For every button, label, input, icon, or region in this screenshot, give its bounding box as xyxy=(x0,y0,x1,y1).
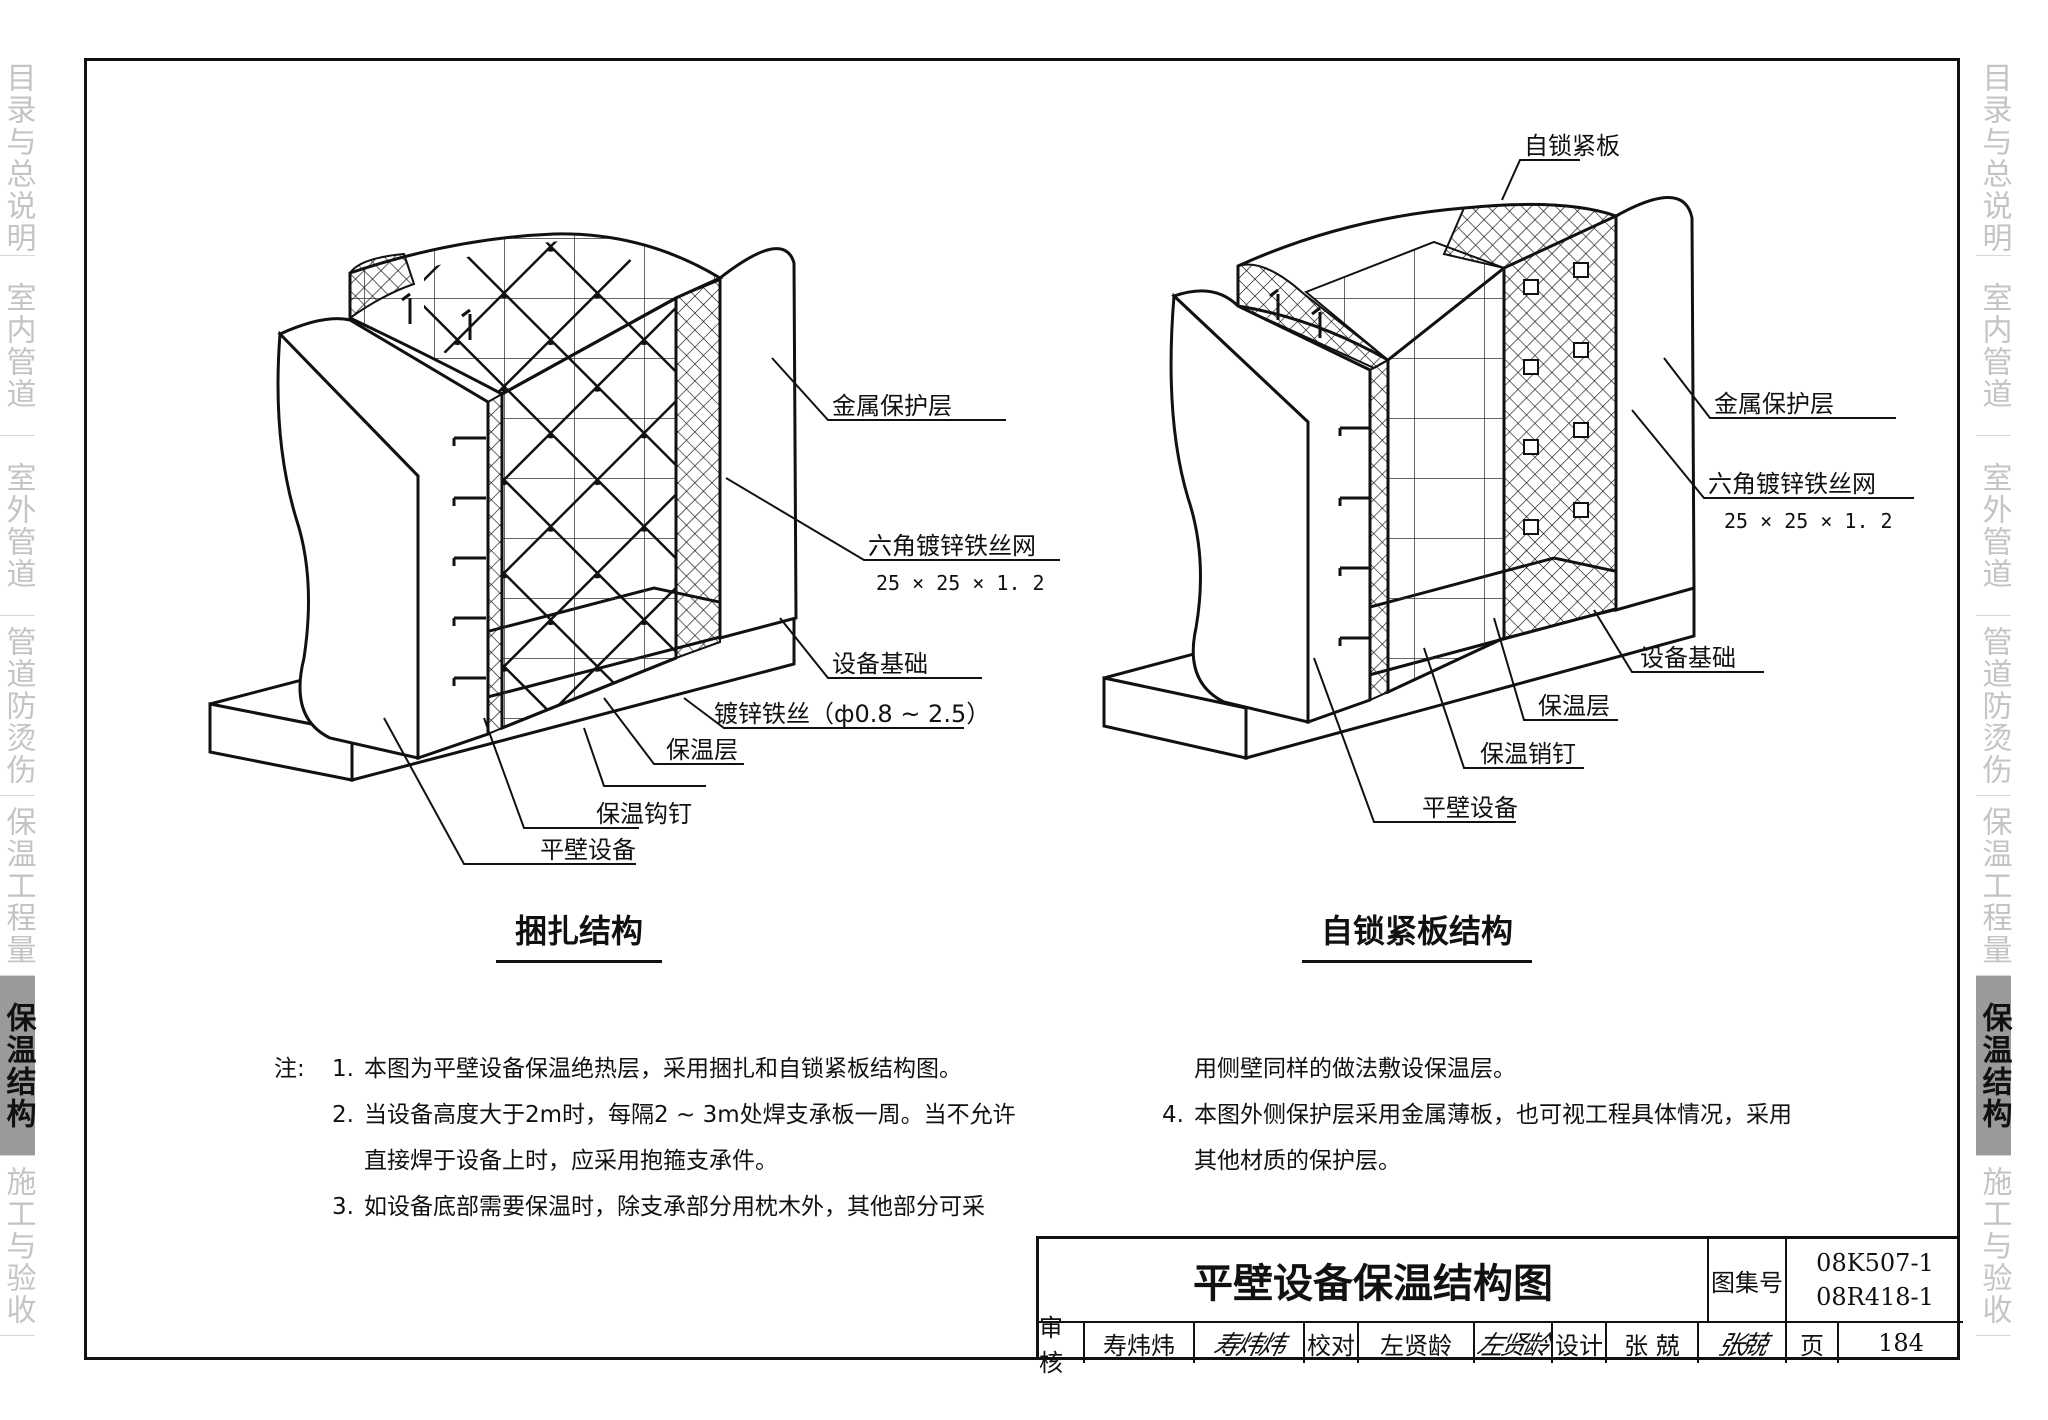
mesh-side-strip xyxy=(487,392,503,736)
insulation-top-net xyxy=(424,238,676,394)
label-lock-plate: 自锁紧板 xyxy=(1524,132,1620,160)
equipment-wall-front xyxy=(276,330,420,760)
label-pin-nail: 保温销钉 xyxy=(1480,740,1576,768)
pin-nails xyxy=(1269,288,1370,646)
drawing-frame xyxy=(84,58,1960,1360)
label-equipment: 平壁设备 xyxy=(540,836,636,864)
note-number: 1. xyxy=(332,1056,354,1082)
sidebar-tab-construction[interactable]: 施工与验收 xyxy=(0,1156,36,1336)
label-metal-cover: 金属保护层 xyxy=(1714,390,1834,418)
note-text: 用侧壁同样的做法敷设保温层。 xyxy=(1194,1056,1516,1082)
note-text: 本图外侧保护层采用金属薄板，也可视工程具体情况，采用 xyxy=(1194,1102,1792,1128)
sidebar-tab-burn-protection[interactable]: 管道防烫伤 xyxy=(1976,616,2012,796)
sidebar-tab-insulation-quantity[interactable]: 保温工程量 xyxy=(1976,796,2012,976)
top-mesh xyxy=(1442,203,1619,270)
caption-self-lock-structure: 自锁紧板结构 xyxy=(1302,906,1532,963)
equipment-wall xyxy=(1171,289,1372,725)
note-text: 直接焊于设备上时，应采用抱箍支承件。 xyxy=(364,1148,778,1174)
hex-mesh-layer xyxy=(675,278,721,660)
metal-cover-wall xyxy=(1614,196,1696,612)
hex-mesh-layer xyxy=(1503,214,1617,640)
review-label: 审核 xyxy=(1039,1314,1085,1377)
note-number: 4. xyxy=(1162,1102,1184,1128)
sidebar-tab-insulation-structure[interactable]: 保温结构 xyxy=(1976,976,2012,1156)
notes-left: 注: 1. 本图为平壁设备保温绝热层，采用捆扎和自锁紧板结构图。 2. 当设备高度大于… xyxy=(274,1046,1016,1230)
page-label: 页 xyxy=(1787,1323,1839,1363)
note-text: 如设备底部需要保温时，除支承部分用枕木外，其他部分可采 xyxy=(364,1194,985,1220)
leader-lines-left xyxy=(383,357,1060,865)
design-name: 张 兢 xyxy=(1607,1323,1699,1363)
mesh-top-edge xyxy=(349,252,416,320)
atlas-number: 08K507-1 08R418-1 xyxy=(1787,1239,1963,1323)
equipment-wall xyxy=(277,317,490,761)
label-foundation: 设备基础 xyxy=(832,650,928,678)
sidebar-tab-indoor-pipe[interactable]: 室内管道 xyxy=(1976,256,2012,436)
review-name: 寿炜炜 xyxy=(1085,1323,1195,1363)
atlas-number-1: 08K507-1 xyxy=(1816,1249,1934,1277)
sidebar-tab-catalog[interactable]: 目录与总说明 xyxy=(0,60,36,256)
sidebar-tab-insulation-structure[interactable]: 保温结构 xyxy=(0,976,36,1156)
label-hook-nail: 保温钩钉 xyxy=(596,800,692,828)
label-foundation: 设备基础 xyxy=(1640,644,1736,672)
label-hex-mesh: 六角镀锌铁丝网 xyxy=(868,532,1036,560)
page-number: 184 xyxy=(1878,1329,1924,1357)
sidebar-tab-burn-protection[interactable]: 管道防烫伤 xyxy=(0,616,36,796)
design-label: 设计 xyxy=(1553,1323,1607,1363)
drawing-title: 平壁设备保温结构图 xyxy=(1039,1239,1709,1323)
diagram-right: 自锁紧板 金属保护层 六角镀锌铁丝网 25 × 25 × 1. 2 设备基础 保… xyxy=(1102,132,1914,823)
note-number: 2. xyxy=(332,1102,354,1128)
mesh-side-strip xyxy=(1369,358,1389,702)
label-equipment: 平壁设备 xyxy=(1422,794,1518,822)
diagram-left: 金属保护层 六角镀锌铁丝网 25 × 25 × 1. 2 设备基础 镀锌铁丝（ф… xyxy=(208,232,1060,865)
sidebar-tab-outdoor-pipe[interactable]: 室外管道 xyxy=(0,436,36,616)
equipment-wall-front xyxy=(1169,292,1310,724)
sidebar-tab-catalog[interactable]: 目录与总说明 xyxy=(1976,60,2012,256)
design-signature: 张兢 xyxy=(1699,1323,1787,1363)
sidebar-tab-insulation-quantity[interactable]: 保温工程量 xyxy=(0,796,36,976)
label-insulation: 保温层 xyxy=(1538,692,1610,720)
label-wire: 镀锌铁丝（ф0.8 ~ 2.5） xyxy=(714,700,990,728)
check-name: 左贤龄 xyxy=(1359,1323,1475,1363)
label-metal-cover: 金属保护层 xyxy=(832,392,952,420)
note-text: 本图为平壁设备保温绝热层，采用捆扎和自锁紧板结构图。 xyxy=(364,1056,962,1082)
note-text: 当设备高度大于2m时，每隔2 ~ 3m处焊支承板一周。当不允许 xyxy=(364,1102,1016,1128)
label-insulation: 保温层 xyxy=(666,736,738,764)
check-signature: 左贤龄 xyxy=(1475,1323,1553,1363)
atlas-label: 图集号 xyxy=(1709,1239,1787,1323)
check-label: 校对 xyxy=(1305,1323,1359,1363)
note-text: 其他材质的保护层。 xyxy=(1194,1148,1401,1174)
label-mesh-size: 25 × 25 × 1. 2 xyxy=(1724,509,1893,533)
sidebar-tab-indoor-pipe[interactable]: 室内管道 xyxy=(0,256,36,436)
review-signature: 寿炜炜 xyxy=(1195,1323,1305,1363)
notes-prefix: 注: xyxy=(274,1056,305,1082)
leader-lines-right xyxy=(1313,159,1914,823)
hook-nails xyxy=(401,292,486,686)
insulation-drawings: 金属保护层 六角镀锌铁丝网 25 × 25 × 1. 2 设备基础 镀锌铁丝（ф… xyxy=(208,132,1914,865)
atlas-number-2: 08R418-1 xyxy=(1816,1283,1934,1311)
label-mesh-size: 25 × 25 × 1. 2 xyxy=(876,571,1045,595)
note-number: 3. xyxy=(332,1194,354,1220)
title-block: 平壁设备保温结构图 图集号 08K507-1 08R418-1 审核 寿炜炜 寿… xyxy=(1036,1236,1963,1377)
notes-right: 用侧壁同样的做法敷设保温层。 4. 本图外侧保护层采用金属薄板，也可视工程具体情况… xyxy=(1150,1046,1792,1184)
label-hex-mesh: 六角镀锌铁丝网 xyxy=(1708,470,1876,498)
sidebar-right: 目录与总说明 室内管道 室外管道 管道防烫伤 保温工程量 保温结构 施工与验收 xyxy=(1976,60,2048,1336)
sidebar-tab-outdoor-pipe[interactable]: 室外管道 xyxy=(1976,436,2012,616)
metal-cover-wall xyxy=(718,247,798,640)
lock-plates xyxy=(1523,262,1589,535)
caption-binding-structure: 捆扎结构 xyxy=(496,906,662,963)
sidebar-tab-construction[interactable]: 施工与验收 xyxy=(1976,1156,2012,1336)
sidebar-left: 目录与总说明 室内管道 室外管道 管道防烫伤 保温工程量 保温结构 施工与验收 xyxy=(0,60,72,1336)
